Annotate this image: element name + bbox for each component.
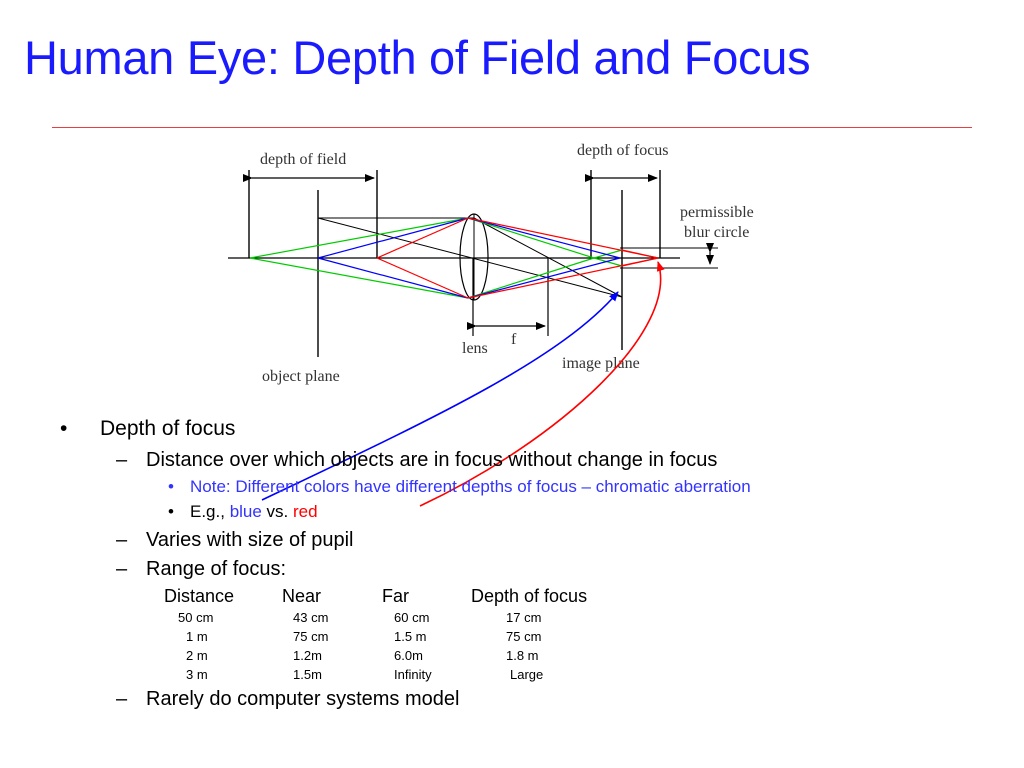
sub-bullet-range: – Range of focus: <box>116 558 286 581</box>
dot-marker: • <box>168 502 174 521</box>
table-cell: 50 cm <box>178 610 214 625</box>
sub-bullet-text: Range of focus: <box>146 558 287 580</box>
note-bullet: • Note: Different colors have different … <box>168 477 751 497</box>
permissible-label: permissible <box>680 204 754 221</box>
table-cell: 1.5m <box>293 667 322 682</box>
example-blue-word: blue <box>229 502 262 521</box>
table-cell: 60 cm <box>394 610 430 625</box>
dot-marker: • <box>168 477 174 496</box>
dash-marker: – <box>116 688 128 710</box>
depth-of-field-label: depth of field <box>260 151 346 168</box>
sub-bullet-pupil: – Varies with size of pupil <box>116 529 354 552</box>
bullet-text: Depth of focus <box>100 417 236 440</box>
table-header-depth: Depth of focus <box>471 586 588 606</box>
blur-circle-label: blur circle <box>684 224 749 241</box>
sub-bullet-computer-systems: – Rarely do computer systems model <box>116 688 459 711</box>
dash-marker: – <box>116 529 128 551</box>
example-bullet: • E.g., blue vs. red <box>168 502 318 522</box>
example-line: E.g., blue vs. red <box>190 502 318 522</box>
table-cell: 43 cm <box>293 610 329 625</box>
table-cell: 2 m <box>186 648 208 663</box>
table-header-near: Near <box>282 586 322 606</box>
table-header-distance: Distance <box>164 586 235 606</box>
dash-marker: – <box>116 558 128 580</box>
example-prefix: E.g., <box>190 502 230 521</box>
image-plane-label: image plane <box>562 355 640 372</box>
sub-bullet-text: Varies with size of pupil <box>146 529 354 551</box>
table-cell: 75 cm <box>293 629 329 644</box>
example-red-word: red <box>293 502 318 521</box>
table-cell: 1 m <box>186 629 208 644</box>
blue-rays <box>317 217 621 299</box>
table-cell: 17 cm <box>506 610 542 625</box>
table-cell: 6.0m <box>394 648 423 663</box>
title-divider <box>52 127 972 128</box>
table-cell: 1.5 m <box>394 629 427 644</box>
table-cell: 75 cm <box>506 629 542 644</box>
table-cell: Infinity <box>394 667 432 682</box>
depth-of-focus-label: depth of focus <box>577 142 669 159</box>
black-rays <box>317 217 623 298</box>
table-cell: Large <box>510 667 544 682</box>
green-rays <box>249 217 623 299</box>
dash-marker: – <box>116 449 128 471</box>
sub-bullet-definition: – Distance over which objects are in foc… <box>116 449 717 472</box>
lens-label: lens <box>462 340 488 357</box>
table-header-far: Far <box>382 586 409 606</box>
bullet-depth-of-focus: • Depth of focus <box>60 417 235 441</box>
table-cell: 1.2m <box>293 648 322 663</box>
example-mid: vs. <box>261 502 293 521</box>
note-text: Note: Different colors have different de… <box>190 477 751 496</box>
focal-length-label: f <box>511 331 517 348</box>
table-cell: 3 m <box>186 667 208 682</box>
table-cell: 1.8 m <box>506 648 539 663</box>
sub-bullet-text: Rarely do computer systems model <box>146 688 460 710</box>
red-callout-arrow <box>419 261 665 507</box>
object-plane-label: object plane <box>262 368 340 385</box>
sub-bullet-text: Distance over which objects are in focus… <box>146 449 718 471</box>
bullet-marker: • <box>60 417 68 440</box>
blue-callout-arrow <box>261 291 619 501</box>
red-rays <box>376 217 659 299</box>
slide-title: Human Eye: Depth of Field and Focus <box>24 31 811 84</box>
